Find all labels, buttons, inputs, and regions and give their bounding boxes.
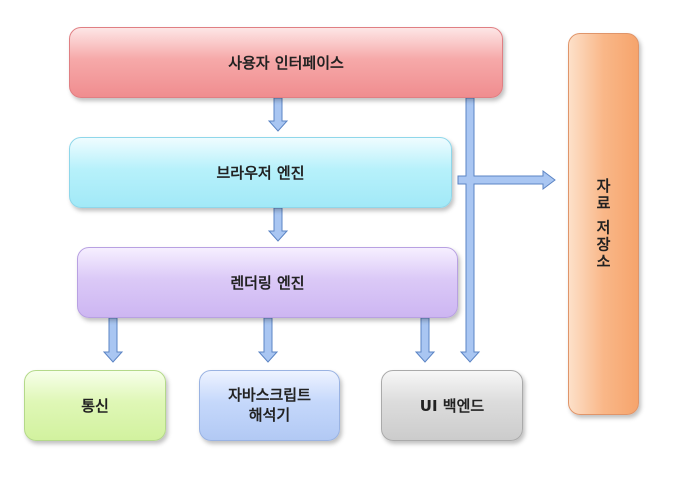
- arrow-render-to-js: [257, 317, 279, 363]
- browser-engine-box: 브라우저 엔진: [69, 137, 452, 208]
- arrow-render-to-uibackend: [414, 317, 436, 363]
- user-interface-box: 사용자 인터페이스: [69, 27, 503, 98]
- data-storage-box: 자료 저장소: [568, 33, 639, 415]
- rendering-engine-label: 렌더링 엔진: [230, 274, 305, 292]
- data-storage-label: 자료 저장소: [594, 177, 612, 271]
- js-interpreter-label: 자바스크립트 해석기: [228, 386, 311, 424]
- user-interface-label: 사용자 인터페이스: [228, 54, 344, 72]
- ui-backend-box: UI 백엔드: [381, 370, 523, 441]
- arrow-render-to-network: [102, 317, 124, 363]
- arrow-ui-to-browser: [267, 97, 289, 132]
- arrow-browser-to-render: [267, 207, 289, 242]
- js-interpreter-box: 자바스크립트 해석기: [199, 370, 340, 441]
- arrow-ui-to-uibackend-and-storage: [457, 97, 556, 363]
- browser-engine-label: 브라우저 엔진: [216, 164, 305, 182]
- networking-box: 통신: [24, 370, 166, 441]
- networking-label: 통신: [81, 397, 109, 415]
- ui-backend-label: UI 백엔드: [419, 397, 485, 415]
- rendering-engine-box: 렌더링 엔진: [77, 247, 458, 318]
